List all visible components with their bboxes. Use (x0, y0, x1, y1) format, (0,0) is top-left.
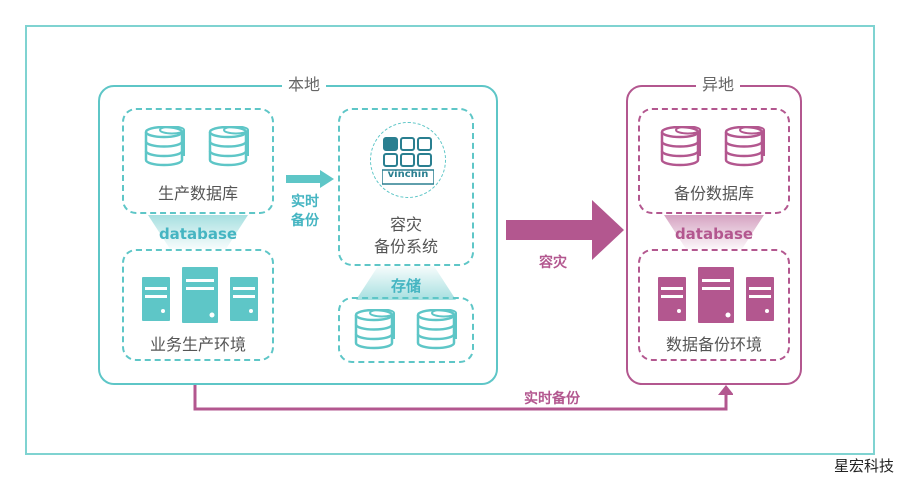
storage-connector-fade (356, 266, 456, 300)
dr-system-line2: 备份系统 (373, 237, 438, 256)
backup-database-label: 备份数据库 (673, 184, 754, 203)
dr-backup-system-label: 容灾 备份系统 (340, 214, 472, 258)
remote-db-connector-fade (664, 215, 764, 249)
arrow-right-icon (286, 170, 334, 188)
dr-system-line1: 容灾 (389, 215, 422, 234)
dr-backup-system-box: vinchin 容灾 备份系统 (338, 108, 474, 266)
production-environment-label: 业务生产环境 (149, 335, 246, 354)
backup-environment-label: 数据备份环境 (665, 335, 762, 354)
realtime-label-line1: 实时 (291, 194, 319, 210)
database-icon (144, 126, 186, 167)
vinchin-logo-icon (382, 137, 434, 185)
bottom-realtime-backup-label: 实时备份 (524, 391, 580, 407)
storage-box (338, 297, 474, 363)
server-icon (658, 267, 774, 323)
storage-tag: 存储 (390, 277, 421, 295)
local-title: 本地 (282, 75, 327, 95)
local-group: 本地 (98, 75, 498, 385)
realtime-backup-connector (193, 385, 733, 411)
production-environment-box: 业务生产环境 (122, 249, 274, 361)
server-icon (142, 267, 258, 323)
production-database-box: 生产数据库 (122, 108, 274, 214)
backup-database-box: 备份数据库 (638, 108, 790, 214)
database-icon (660, 126, 702, 167)
backup-environment-box: 数据备份环境 (638, 249, 790, 361)
database-icon (208, 126, 250, 167)
production-database-label: 生产数据库 (157, 184, 238, 203)
remote-group: 异地 (626, 75, 802, 385)
realtime-label-line2: 备份 (291, 213, 319, 229)
remote-database-tag: database (674, 225, 754, 243)
dr-arrow-icon (506, 200, 624, 260)
database-icon (724, 126, 766, 167)
remote-title: 异地 (696, 75, 741, 95)
db-connector-fade (148, 215, 248, 249)
outer-frame (25, 25, 875, 455)
database-tag: database (158, 225, 238, 243)
realtime-backup-label: 实时 备份 (291, 193, 319, 231)
dr-label: 容灾 (539, 255, 567, 271)
vinchin-logo-text: vinchin (387, 169, 429, 180)
database-icon (354, 309, 396, 350)
logo-ring (370, 122, 446, 198)
watermark: 星宏科技 (833, 457, 894, 475)
database-icon (416, 309, 458, 350)
